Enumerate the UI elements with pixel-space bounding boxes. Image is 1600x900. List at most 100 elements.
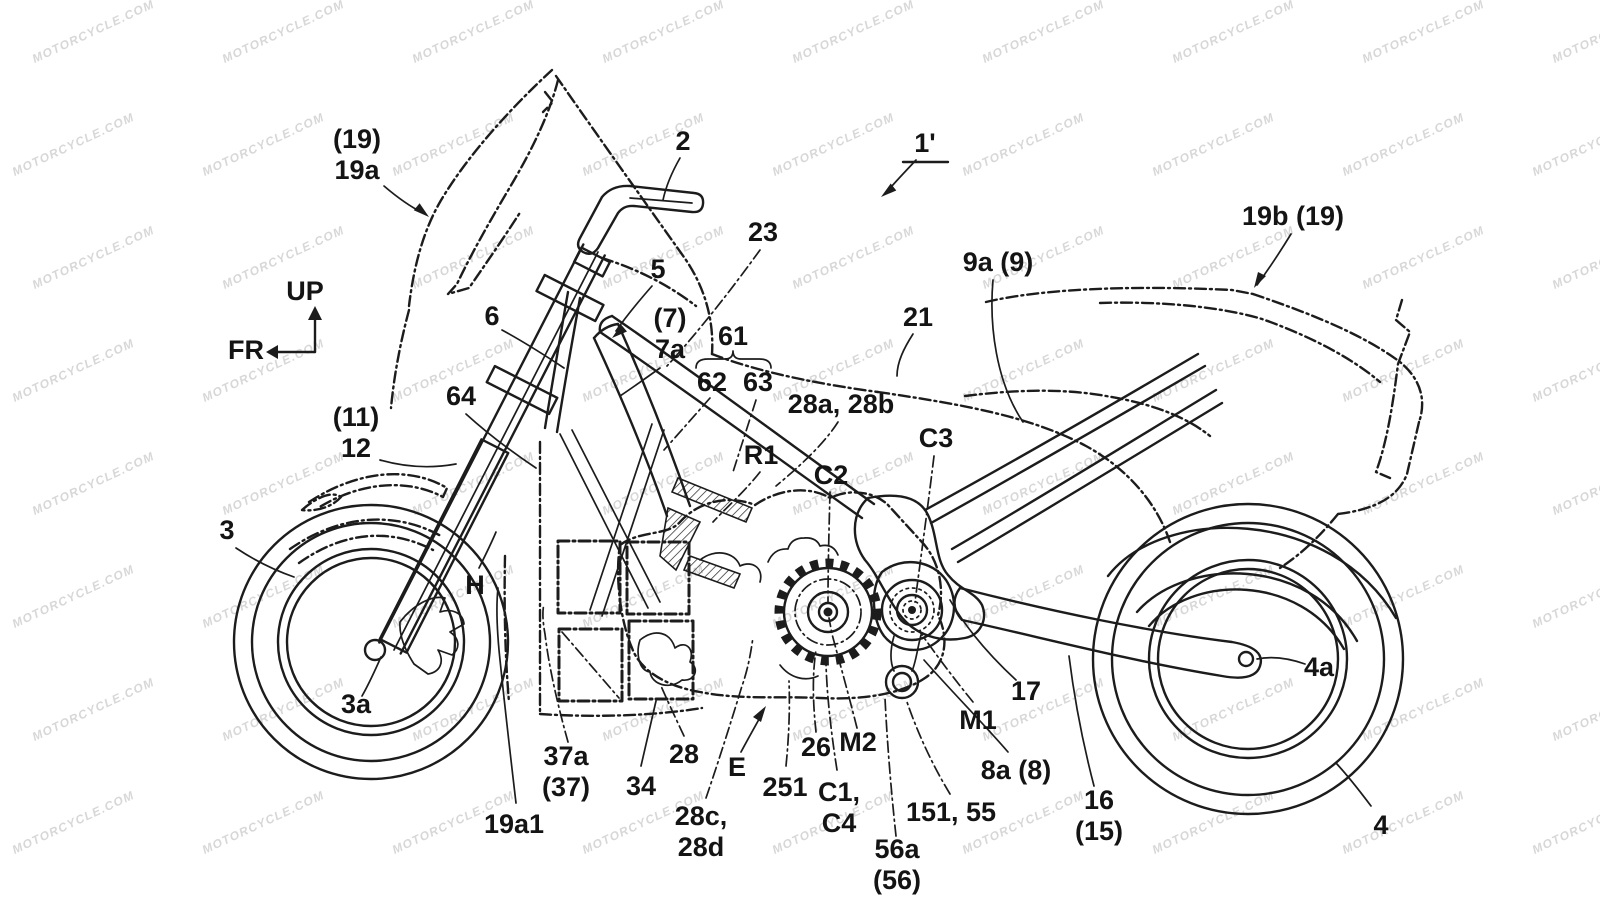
watermark-text: MOTORCYCLE.COM [220,0,347,66]
label-4a: 4a [1304,652,1335,682]
leader-56a [884,697,897,837]
leader-63 [732,399,757,473]
watermark-text: MOTORCYCLE.COM [790,223,917,292]
leader-M2 [828,617,858,729]
leader-28c-28d [705,636,754,799]
label-61: 61 [718,321,748,351]
front-fork [378,243,612,655]
leader-37a [542,603,569,743]
leader-4 [1335,762,1372,807]
label-26: 26 [801,732,831,762]
brace-61 [695,350,772,369]
front-wheel [232,503,510,781]
arrowhead-5 [612,324,627,338]
label-21: 21 [903,302,933,332]
watermark-text: MOTORCYCLE.COM [1530,336,1600,405]
label-23: 23 [748,217,778,247]
leader-2 [662,157,681,201]
watermark-text: MOTORCYCLE.COM [1340,336,1467,405]
leader-7a [619,367,661,397]
battery-boxes [556,539,697,703]
watermark-text: MOTORCYCLE.COM [30,675,157,744]
watermark-text: MOTORCYCLE.COM [200,110,327,179]
label-3: 3 [219,515,234,545]
leader-12 [379,459,457,468]
watermark-text: MOTORCYCLE.COM [1360,449,1487,518]
leader-3a [361,656,382,697]
watermark-text: MOTORCYCLE.COM [960,110,1087,179]
label-R1: R1 [744,440,779,470]
watermark-text: MOTORCYCLE.COM [10,110,137,179]
engine-detail [699,552,762,583]
label-7-7a: (7)7a [654,303,687,364]
label-251: 251 [762,772,807,802]
label-28c-28d: 28c,28d [675,801,728,862]
watermark-text: MOTORCYCLE.COM [200,562,327,631]
leader-lines [235,157,1372,837]
label-5: 5 [650,254,665,284]
watermark-text: MOTORCYCLE.COM [1150,110,1277,179]
leader-4a [1256,656,1306,665]
watermark-text: MOTORCYCLE.COM [980,0,1107,66]
arrowhead-19b [1254,272,1266,288]
label-64: 64 [446,381,476,411]
swingarm [953,586,1263,679]
watermark-text: MOTORCYCLE.COM [1170,675,1297,744]
leader-8a [923,659,1009,753]
motor-pulley [872,560,956,700]
watermark-text: MOTORCYCLE.COM [390,110,517,179]
label-M1: M1 [959,705,997,735]
watermark-text: MOTORCYCLE.COM [220,675,347,744]
leader-17 [949,599,1017,681]
label-11-12: (11)12 [333,402,380,463]
leader-62 [663,397,711,451]
watermark-text: MOTORCYCLE.COM [980,675,1107,744]
watermark-text: MOTORCYCLE.COM [1530,788,1600,857]
arrowhead-19a [413,203,429,217]
leader-6 [501,329,565,369]
label-fr: FR [228,335,264,365]
watermark-text: MOTORCYCLE.COM [30,223,157,292]
watermark-text: MOTORCYCLE.COM [1360,223,1487,292]
leader-28 [660,685,685,737]
leader-251 [785,680,791,767]
label-28: 28 [669,739,699,769]
leader-C2 [827,491,831,603]
watermark-text: MOTORCYCLE.COM [1170,223,1297,292]
label-M2: M2 [839,727,877,757]
label-6: 6 [484,301,499,331]
label-19b-19: 19b (19) [1242,201,1344,231]
engine-outline [616,489,946,700]
leader-H [478,531,497,569]
label-C1-C4: C1,C4 [818,777,860,838]
idler [884,664,920,700]
label-34: 34 [626,771,656,801]
brake-caliper-bracket [399,596,465,675]
arrowhead-1-prime [881,183,897,197]
handlebar [576,184,705,255]
shock-hatched [659,476,754,590]
label-62: 62 [697,367,727,397]
watermark-text: MOTORCYCLE.COM [30,0,157,66]
leader-5 [615,285,653,332]
leader-26 [812,649,817,733]
watermark-text: MOTORCYCLE.COM [1550,0,1600,66]
label-up: UP [286,276,324,306]
fr-arrowhead [266,345,278,359]
engine-detail-2 [779,664,819,680]
up-arrowhead [308,306,322,320]
watermark-text: MOTORCYCLE.COM [960,562,1087,631]
leader-9a [991,279,1024,423]
watermark-text: MOTORCYCLE.COM [1170,0,1297,66]
watermark-text: MOTORCYCLE.COM [1530,110,1600,179]
watermark-text: MOTORCYCLE.COM [1150,788,1277,857]
leader-64 [465,413,537,469]
watermark-text: MOTORCYCLE.COM [410,0,537,66]
watermark-text: MOTORCYCLE.COM [1150,562,1277,631]
leader-23 [666,249,761,367]
label-19a1: 19a1 [484,809,544,839]
label-1-prime: 1' [914,128,935,158]
rear-wheel [1091,502,1405,816]
orientation-axes [266,306,322,359]
